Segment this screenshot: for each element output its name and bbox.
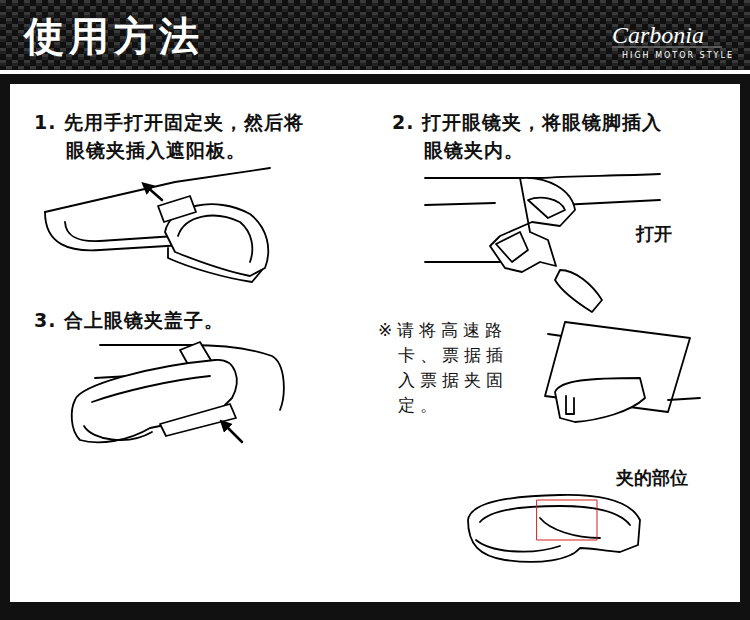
- content-panel: [10, 84, 740, 602]
- logo-tagline: HIGH MOTOR STYLE: [622, 51, 734, 61]
- callout-label: 打开: [636, 222, 672, 245]
- page-title: 使用方法: [24, 10, 204, 62]
- clip-detail: [468, 495, 640, 562]
- step-text: 3. 合上眼镜夹盖子。: [34, 308, 224, 333]
- header-bar: [0, 0, 750, 70]
- visor-clip-step3: [72, 342, 284, 442]
- frame: [0, 74, 750, 620]
- logo-text: Carbonia: [612, 20, 704, 51]
- note-text: ※请将高速路 卡、票据插 入票据夹固 定。: [378, 318, 553, 418]
- step-text: 1. 先用手打开固定夹，然后将 眼镜夹插入遮阳板。: [34, 108, 396, 164]
- callout-label: 夹的部位: [616, 466, 688, 489]
- visor-clip-step1: [45, 168, 270, 282]
- highlight-box: [537, 500, 597, 540]
- visor-clip-step2: [425, 174, 660, 312]
- step-text: 2. 打开眼镜夹，将眼镜脚插入 眼镜夹内。: [392, 108, 744, 164]
- ticket-clip: [545, 322, 700, 422]
